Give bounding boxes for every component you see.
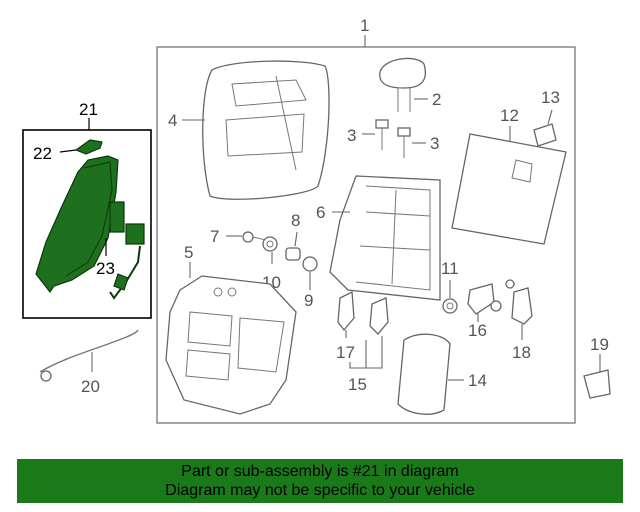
callout-17[interactable]: 17 (336, 343, 355, 362)
leader-13 (547, 109, 553, 125)
part-23-bracket-upper (109, 201, 125, 233)
callout-21[interactable]: 21 (79, 100, 98, 119)
part-14-armrest (397, 333, 451, 415)
callout-22[interactable]: 22 (33, 144, 52, 163)
part-3-guide-right (397, 127, 411, 137)
part-5-lower-seatback (165, 275, 297, 415)
part-23-connector (113, 273, 129, 291)
callout-12[interactable]: 12 (500, 106, 519, 125)
callout-23[interactable]: 23 (96, 259, 115, 278)
callout-3b[interactable]: 3 (430, 134, 439, 153)
callout-15[interactable]: 15 (348, 375, 367, 394)
part-16-clip (505, 279, 515, 289)
part-18-hinge-bracket (511, 287, 533, 325)
part-9-nut (302, 256, 318, 272)
banner-line-1: Part or sub-assembly is #21 in diagram (181, 463, 459, 480)
callout-20[interactable]: 20 (81, 377, 100, 396)
part-7-bolt (242, 231, 254, 243)
part-19-latch-bracket (583, 369, 611, 399)
banner-line-2: Diagram may not be specific to your vehi… (165, 482, 475, 499)
part-16-plate (467, 283, 495, 315)
part-23-bracket-lower (125, 223, 145, 245)
callout-8[interactable]: 8 (291, 211, 300, 230)
part-2-headrest (379, 57, 427, 89)
part-21-seatback-cover (35, 155, 119, 294)
info-banner: Part or sub-assembly is #21 in diagram D… (17, 459, 623, 503)
part-10-bushing (262, 236, 278, 252)
part-8-spacer (285, 247, 301, 261)
callout-16[interactable]: 16 (468, 321, 487, 340)
subassembly-frame (22, 129, 152, 319)
part-17-bracket (337, 290, 355, 332)
part-12-back-panel (451, 133, 567, 245)
part-11-pivot (442, 298, 458, 314)
leader-8 (294, 231, 298, 247)
callout-5[interactable]: 5 (184, 243, 193, 262)
part-3-guide-left (375, 119, 389, 129)
part-13-trim (533, 123, 557, 147)
leader-15 (349, 336, 383, 369)
callout-19[interactable]: 19 (590, 335, 609, 354)
part-6-seatback-frame (329, 175, 441, 301)
part-22-clip (74, 139, 103, 155)
callout-13[interactable]: 13 (541, 88, 560, 107)
callout-4[interactable]: 4 (168, 111, 177, 130)
callout-2[interactable]: 2 (432, 90, 441, 109)
callout-7[interactable]: 7 (210, 227, 219, 246)
callout-18[interactable]: 18 (512, 343, 531, 362)
callout-14[interactable]: 14 (468, 371, 487, 390)
callout-9[interactable]: 9 (304, 291, 313, 310)
callout-1[interactable]: 1 (360, 16, 369, 35)
callout-6[interactable]: 6 (316, 203, 325, 222)
part-20-end (40, 370, 52, 382)
part-15-bracket (369, 297, 389, 335)
assembly-frame (156, 46, 576, 424)
callout-3a[interactable]: 3 (347, 126, 356, 145)
part-16-grommet (490, 300, 502, 312)
callout-11[interactable]: 11 (441, 259, 459, 278)
part-20-cable (39, 329, 139, 373)
leader-22 (59, 149, 77, 153)
